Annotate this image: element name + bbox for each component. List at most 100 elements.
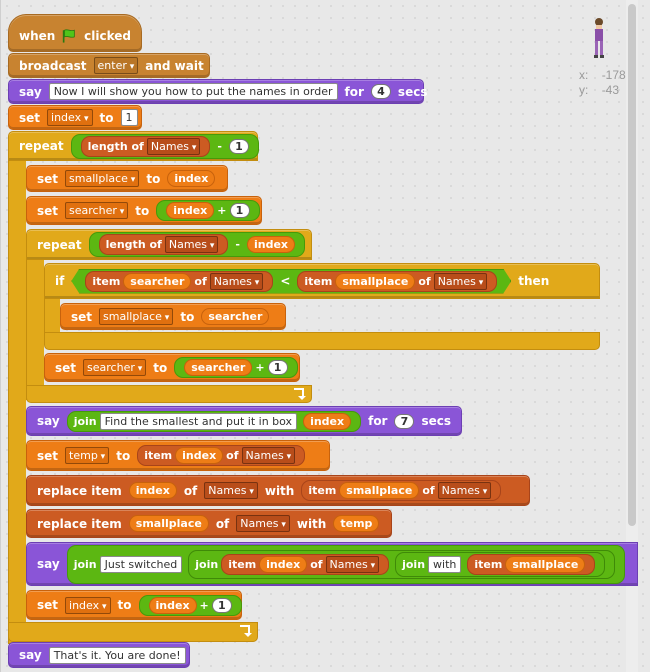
variable-dropdown[interactable]: index <box>65 596 111 614</box>
if-bottom[interactable] <box>44 332 600 350</box>
smallplace-reporter[interactable]: smallplace <box>339 482 420 499</box>
set-smallplace-block[interactable]: set smallplace to index <box>26 165 228 192</box>
plus-operator[interactable]: index + 1 <box>138 594 242 616</box>
temp-reporter[interactable]: temp <box>333 515 380 532</box>
item-of-reporter[interactable]: item smallplace of Names <box>301 480 502 501</box>
when-flag-clicked-block[interactable]: when clicked <box>8 14 142 52</box>
of-label: of <box>418 274 431 288</box>
index-reporter[interactable]: index <box>128 482 177 499</box>
length-of-reporter[interactable]: length of Names <box>98 234 229 255</box>
index-reporter[interactable]: index <box>148 596 197 614</box>
number-input[interactable]: 1 <box>211 597 232 613</box>
replace-item-block[interactable]: replace item smallplace of Names with te… <box>26 509 392 538</box>
index-reporter[interactable]: index <box>166 202 215 219</box>
say-for-secs-block[interactable]: say join Find the smallest and put it in… <box>26 406 462 436</box>
sprite-girl-icon[interactable] <box>589 16 609 58</box>
item-of-reporter[interactable]: item smallplace of Names <box>297 271 497 292</box>
list-dropdown[interactable]: Names <box>236 515 290 532</box>
list-dropdown[interactable]: Names <box>146 137 201 155</box>
list-dropdown[interactable]: Names <box>325 555 380 573</box>
variable-dropdown[interactable]: searcher <box>65 202 129 219</box>
list-dropdown[interactable]: Names <box>241 447 296 464</box>
join-operator[interactable]: join with item smallplace <box>395 551 606 577</box>
smallplace-reporter[interactable]: smallplace <box>128 515 209 532</box>
index-reporter[interactable]: index <box>167 170 216 187</box>
join-operator[interactable]: join item index of Names join with item … <box>188 549 616 579</box>
broadcast-and-wait-block[interactable]: broadcast enter and wait <box>8 53 210 78</box>
number-input[interactable]: 1 <box>267 360 288 375</box>
list-dropdown[interactable]: Names <box>164 236 219 253</box>
plus-operator[interactable]: searcher + 1 <box>174 357 298 378</box>
of-label: of <box>226 449 239 462</box>
index-reporter[interactable]: index <box>247 236 296 253</box>
searcher-reporter[interactable]: searcher <box>184 359 253 376</box>
say-text-input[interactable]: Now I will show you how to put the names… <box>48 83 338 100</box>
say-label: say <box>37 557 60 571</box>
searcher-reporter[interactable]: searcher <box>201 308 270 325</box>
list-dropdown[interactable]: Names <box>210 273 264 290</box>
index-reporter[interactable]: index <box>303 412 352 430</box>
less-than-label: < <box>280 274 291 288</box>
searcher-reporter[interactable]: searcher <box>123 273 191 290</box>
say-for-secs-block[interactable]: say Now I will show you how to put the n… <box>8 79 427 104</box>
replace-item-block[interactable]: replace item index of Names with item sm… <box>26 475 530 506</box>
index-reporter[interactable]: index <box>259 555 308 573</box>
variable-dropdown[interactable]: index <box>47 109 93 126</box>
number-input[interactable]: 1 <box>229 138 249 154</box>
clicked-label: clicked <box>84 29 131 43</box>
if-label: if <box>55 274 65 288</box>
set-label: set <box>37 448 59 463</box>
if-then-block[interactable]: if item searcher of Names < item smallpl… <box>44 263 600 299</box>
set-index-block[interactable]: set index to index + 1 <box>26 590 242 620</box>
list-dropdown[interactable]: Names <box>434 273 488 290</box>
variable-dropdown[interactable]: smallplace <box>99 308 174 325</box>
less-than-operator[interactable]: item searcher of Names < item smallplace… <box>71 269 511 294</box>
variable-dropdown[interactable]: temp <box>65 447 110 464</box>
set-label: set <box>71 309 93 324</box>
list-dropdown[interactable]: Names <box>437 482 492 499</box>
set-temp-block[interactable]: set temp to item index of Names <box>26 440 330 471</box>
set-smallplace-block[interactable]: set smallplace to searcher <box>60 303 286 330</box>
join-text-input[interactable]: Find the smallest and put it in box <box>99 412 298 430</box>
value-input[interactable]: 1 <box>120 109 138 126</box>
join-operator[interactable]: join Find the smallest and put it in box… <box>66 410 362 432</box>
say-block[interactable]: say That's it. You are done! <box>8 642 190 668</box>
length-of-reporter[interactable]: length of Names <box>80 135 211 157</box>
secs-input[interactable]: 7 <box>394 413 415 429</box>
item-of-reporter[interactable]: item searcher of Names <box>85 271 273 292</box>
set-searcher-block[interactable]: set searcher to searcher + 1 <box>44 353 300 382</box>
repeat-label: repeat <box>19 139 64 153</box>
x-value: -178 <box>601 68 626 82</box>
repeat-inner-bottom[interactable] <box>26 385 312 403</box>
item-of-reporter[interactable]: item smallplace <box>467 553 596 575</box>
plus-operator[interactable]: index + 1 <box>156 200 260 221</box>
join-operator[interactable]: join Just switched join item index of Na… <box>66 544 626 584</box>
plus-label: + <box>199 598 209 612</box>
smallplace-reporter[interactable]: smallplace <box>335 273 415 290</box>
say-text-input[interactable]: That's it. You are done! <box>48 646 186 664</box>
variable-dropdown[interactable]: searcher <box>83 359 147 376</box>
vertical-scrollbar[interactable] <box>628 4 636 526</box>
repeat-outer-bottom[interactable] <box>8 622 258 642</box>
join-text-input[interactable]: with <box>428 555 462 573</box>
minus-operator[interactable]: length of Names - index <box>88 232 306 257</box>
secs-input[interactable]: 4 <box>370 84 391 99</box>
repeat-inner-block[interactable]: repeat length of Names - index <box>26 229 312 260</box>
number-input[interactable]: 1 <box>229 203 250 218</box>
smallplace-reporter[interactable]: smallplace <box>505 555 586 573</box>
repeat-outer-block[interactable]: repeat length of Names - 1 <box>8 131 259 161</box>
of-label: of <box>215 516 230 531</box>
message-dropdown[interactable]: enter <box>93 57 139 74</box>
item-of-reporter[interactable]: item index of Names <box>221 553 390 575</box>
set-index-block[interactable]: set index to 1 <box>8 105 142 130</box>
set-searcher-block[interactable]: set searcher to index + 1 <box>26 196 262 225</box>
variable-dropdown[interactable]: smallplace <box>65 170 140 187</box>
minus-operator[interactable]: length of Names - 1 <box>70 133 259 159</box>
item-of-reporter[interactable]: item index of Names <box>137 445 306 466</box>
repeat-inner-arm <box>26 255 44 400</box>
say-block[interactable]: say join Just switched join item index o… <box>26 542 638 586</box>
list-dropdown[interactable]: Names <box>204 482 258 499</box>
replace-item-label: replace item <box>37 483 122 498</box>
index-reporter[interactable]: index <box>175 447 224 464</box>
join-text-input[interactable]: Just switched <box>99 555 183 573</box>
